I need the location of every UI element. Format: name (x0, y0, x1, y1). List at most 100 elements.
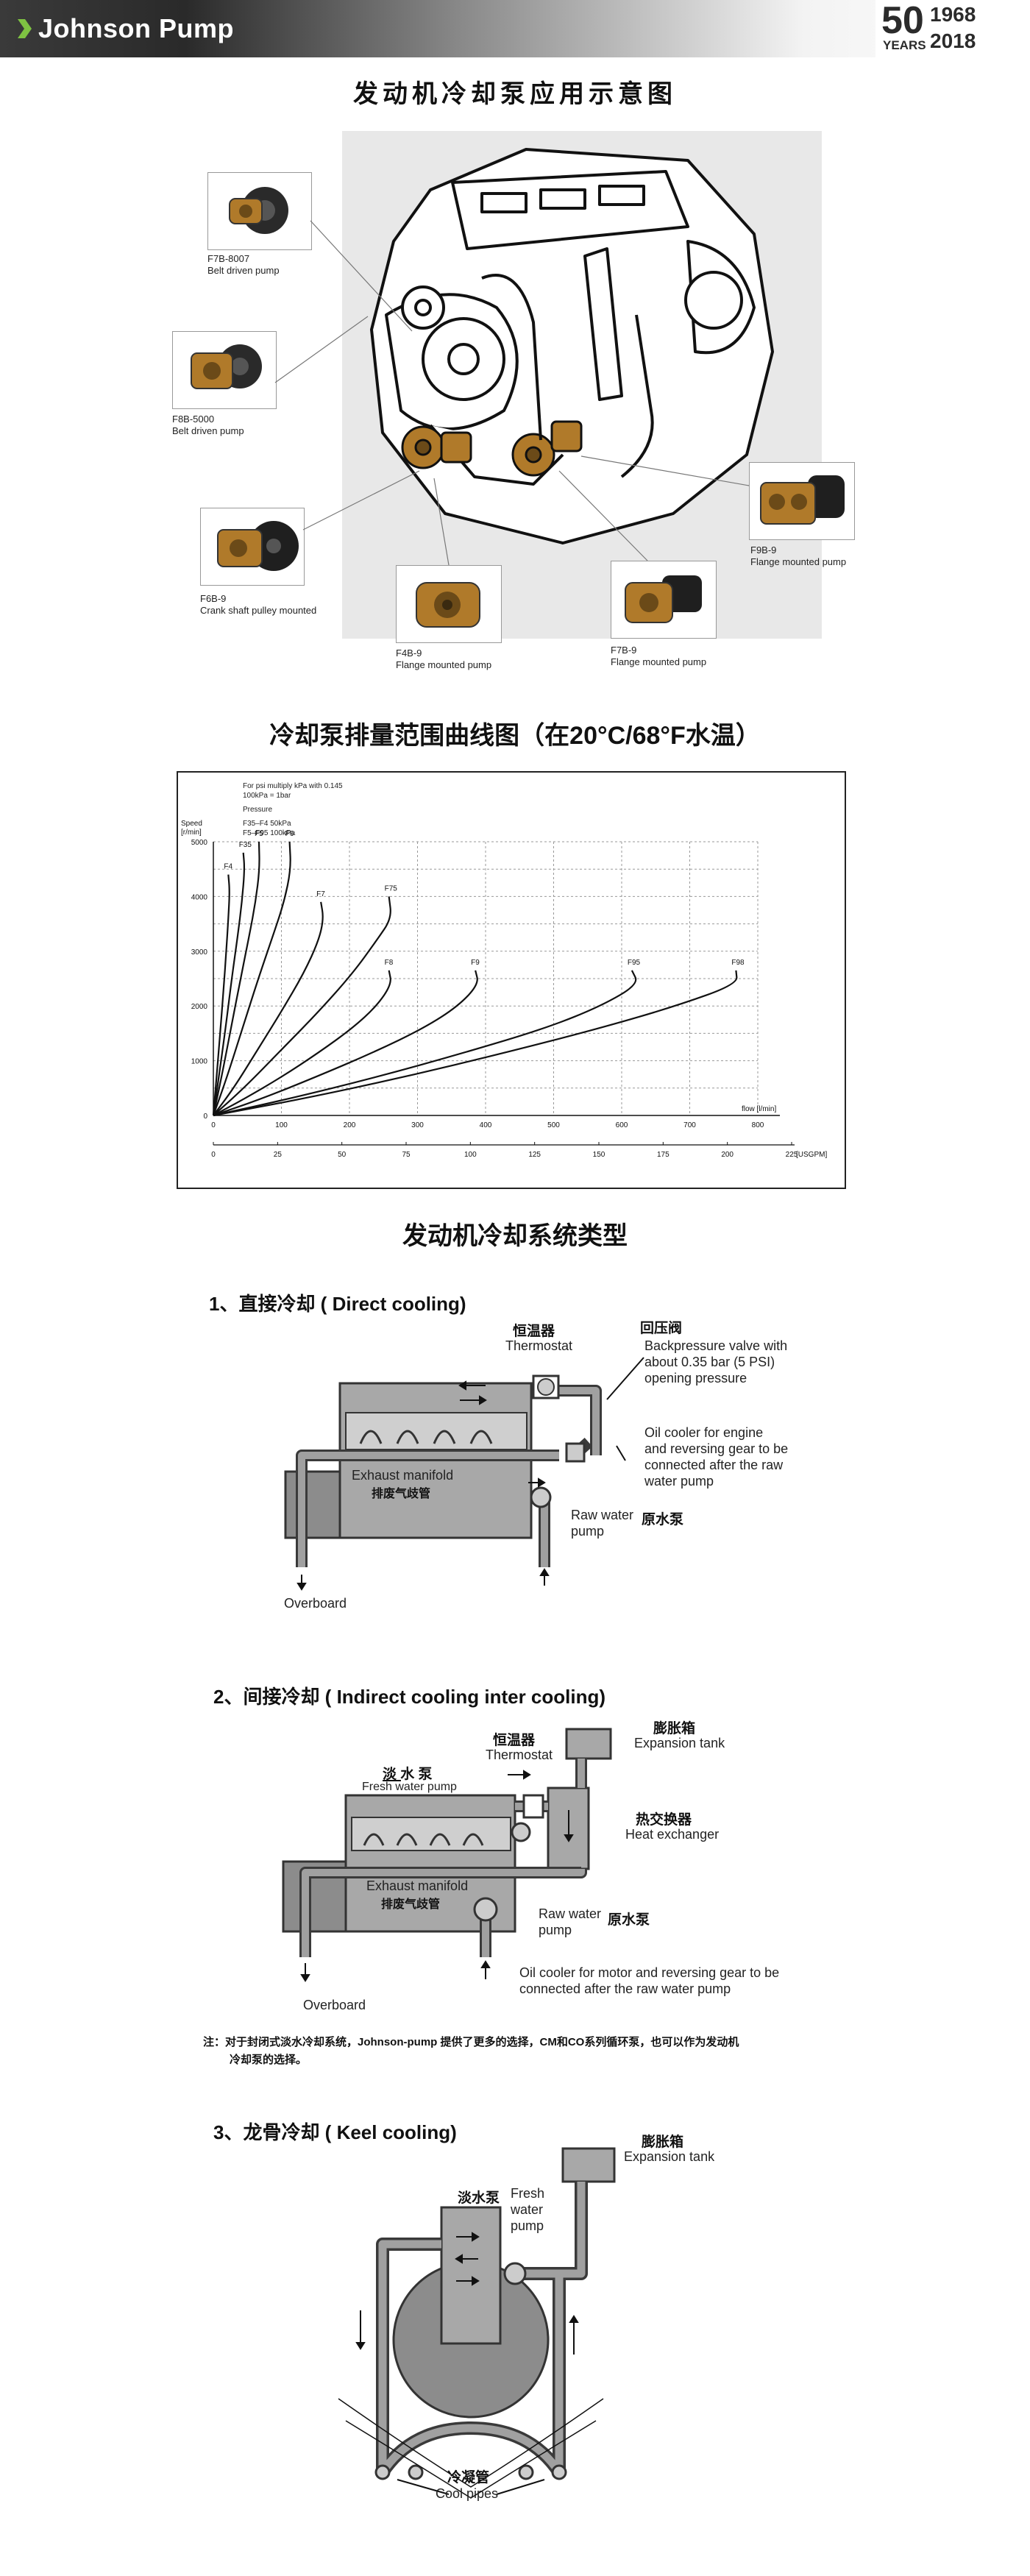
pump-desc: Belt driven pump (207, 265, 280, 276)
chart-note: Pressure (243, 806, 273, 814)
x-tick-label-top: 300 (411, 1121, 424, 1129)
fresh-water-pump-cn: 淡水泵 (458, 2190, 500, 2206)
x-tick-label-bottom: 125 (528, 1151, 541, 1159)
chart-notes: For psi multiply kPa with 0.145 100kPa =… (243, 781, 343, 838)
chart-frame (177, 771, 846, 1189)
x-tick-label-bottom: 75 (402, 1151, 411, 1159)
header-bar: Johnson Pump (0, 0, 1030, 57)
pump-caption: F7B-9 Flange mounted pump (611, 645, 706, 668)
anniversary-badge: 50 YEARS 1968 2018 (876, 0, 1030, 57)
exhaust-manifold-cn: 排废气歧管 (381, 1898, 441, 1911)
oil-cooler-line: connected after the raw (644, 1458, 784, 1472)
chevron-right-icon (18, 19, 32, 38)
raw-water-pump-cn: 原水泵 (608, 1912, 650, 1928)
fresh-water-pump-en: Fresh water pump (362, 1781, 457, 1793)
brand-logo[interactable]: Johnson Pump (16, 10, 234, 47)
pump-model: F7B-9 (611, 645, 637, 656)
exhaust-manifold-en: Exhaust manifold (352, 1468, 454, 1483)
series-label-f8: F8 (385, 959, 394, 967)
cool-pipes-cn: 冷凝管 (447, 2470, 490, 2485)
expansion-tank-en: Expansion tank (634, 1736, 725, 1750)
series-line-f8 (213, 970, 391, 1116)
oil-cooler-line: and reversing gear to be (644, 1441, 789, 1456)
brand-name: Johnson Pump (38, 13, 234, 43)
year-end: 2018 (930, 29, 976, 52)
y-tick-label: 0 (203, 1113, 207, 1121)
oil-cooler-line: water pump (644, 1474, 714, 1489)
pump-f8b-5000-icon (191, 344, 262, 389)
pump-caption: F8B-5000 Belt driven pump (172, 414, 244, 437)
footnote: 注：对于封闭式淡水冷却系统，Johnson-pump 提供了更多的选择，CM和C… (203, 2034, 865, 2069)
backpressure-line: about 0.35 bar (5 PSI) (644, 1355, 775, 1369)
pump-thumbnail-f4b-9[interactable] (396, 565, 502, 643)
fresh-pump-line: Fresh (511, 2186, 545, 2201)
chart-note: F35–F4 50kPa (243, 820, 291, 828)
thermostat-cn: 恒温器 (513, 1324, 555, 1339)
series-line-f5 (212, 841, 260, 1116)
direct-cooling-heading: 1、直接冷却 ( Direct cooling) (209, 1293, 466, 1315)
pump-model: F4B-9 (396, 647, 422, 659)
series-label-f95: F95 (628, 959, 641, 967)
raw-pump-line: Raw water (539, 1906, 602, 1921)
series-line-f35 (212, 852, 246, 1116)
leader-lines (274, 220, 750, 566)
raw-pump-line: pump (539, 1923, 572, 1937)
thermostat-en: Thermostat (486, 1748, 553, 1762)
expansion-tank-cn: 膨胀箱 (642, 2135, 684, 2150)
footnote-line: 注：对于封闭式淡水冷却系统，Johnson-pump 提供了更多的选择，CM和C… (203, 2036, 739, 2048)
backpressure-en: Backpressure valve with about 0.35 bar (… (644, 1338, 787, 1386)
x-axis-label-bottom: [USGPM] (796, 1151, 827, 1159)
series-label-f98: F98 (731, 959, 745, 967)
pump-desc: Belt driven pump (172, 425, 244, 436)
x-tick-label-top: 400 (480, 1121, 492, 1129)
exhaust-manifold-en: Exhaust manifold (366, 1878, 469, 1893)
series-line-f9 (213, 970, 478, 1117)
y-tick-label: 3000 (191, 948, 208, 957)
backpressure-cn: 回压阀 (640, 1321, 683, 1336)
y-tick-label: 5000 (191, 839, 208, 847)
series-label-f4: F4 (224, 863, 232, 871)
fresh-water-pump-en: Fresh water pump (511, 2185, 544, 2234)
oil-cooler-note: Oil cooler for motor and reversing gear … (519, 1965, 779, 1997)
fresh-pump-line: pump (511, 2218, 544, 2233)
y-axis-label: Speed [r/min] (181, 820, 202, 837)
series-line-f75 (213, 896, 391, 1116)
fresh-water-pump-cn: 淡 水 泵 (383, 1767, 433, 1782)
series-label-f7: F7 (316, 890, 325, 898)
x-tick-label-bottom: 175 (657, 1151, 670, 1159)
anniversary-number: 50 (881, 0, 924, 42)
raw-water-pump-cn: 原水泵 (642, 1512, 684, 1527)
chart-note: F5–F95 100kPa (243, 829, 296, 837)
pump-caption: F4B-9 Flange mounted pump (396, 647, 491, 671)
oil-cooler-note: Oil cooler for engine and reversing gear… (644, 1424, 788, 1489)
pump-desc: Flange mounted pump (750, 556, 847, 567)
pump-desc: Crank shaft pulley mounted (200, 605, 317, 616)
x-tick-label-bottom: 225 (786, 1151, 798, 1159)
expansion-tank-cn: 膨胀箱 (653, 1721, 696, 1736)
thermostat-cn: 恒温器 (493, 1733, 536, 1748)
exhaust-manifold-cn: 排废气歧管 (372, 1488, 431, 1500)
overboard-label: Overboard (284, 1596, 347, 1611)
series-line-f6 (212, 841, 291, 1116)
fresh-pump-line: water (511, 2202, 544, 2217)
series-label-f35: F35 (239, 841, 252, 849)
expansion-tank-en: Expansion tank (624, 2149, 715, 2164)
raw-water-pump-en: Raw water pump (571, 1507, 633, 1539)
x-tick-label-bottom: 0 (211, 1151, 216, 1159)
raw-pump-line: pump (571, 1524, 605, 1539)
keel-cooling-heading: 3、龙骨冷却 ( Keel cooling) (213, 2121, 457, 2143)
pump-desc: Flange mounted pump (611, 656, 707, 667)
x-tick-label-top: 100 (275, 1121, 288, 1129)
series-line-f95 (213, 970, 637, 1117)
series-label-f75: F75 (385, 884, 398, 893)
backpressure-line: Backpressure valve with (644, 1338, 788, 1353)
pump-caption: F7B-8007 Belt driven pump (207, 253, 280, 277)
oil-cooler-line: Oil cooler for motor and reversing gear … (519, 1965, 780, 1980)
x-tick-label-top: 200 (344, 1121, 356, 1129)
y-tick-label: 4000 (191, 893, 208, 901)
series-label-f5: F5 (255, 830, 263, 838)
oil-cooler-line: connected after the raw water pump (519, 1981, 731, 1996)
